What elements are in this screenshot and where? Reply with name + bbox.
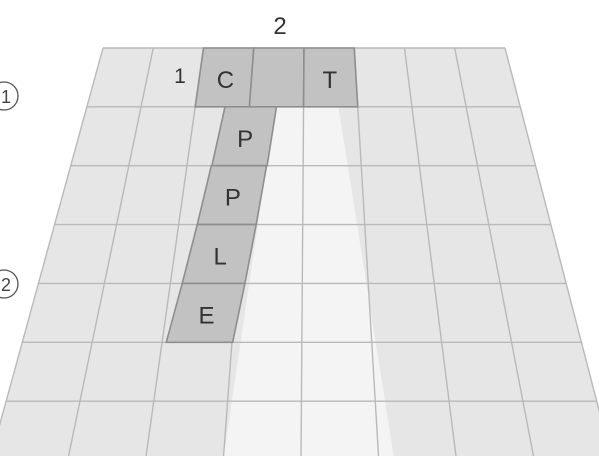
down-cell-3-letter: L <box>213 244 226 271</box>
across-cell-2 <box>249 48 304 107</box>
across-cell-3: T <box>304 48 358 107</box>
down-cell-2-letter: P <box>225 185 241 212</box>
down-cell-4-letter: E <box>199 302 215 329</box>
circled-marker-2: 2 <box>0 270 18 298</box>
board-grid <box>0 48 599 456</box>
clue-number-down: 2 <box>273 13 286 40</box>
across-cell-1: C <box>195 48 254 107</box>
down-cell-1-letter: P <box>237 126 253 153</box>
marker-1-label: 1 <box>1 87 11 107</box>
circled-marker-1: 1 <box>0 82 18 110</box>
across-cell-3-letter: T <box>323 67 338 94</box>
marker-2-label: 2 <box>1 275 11 295</box>
across-cell-1-letter: C <box>217 67 234 94</box>
clue-number-across: 1 <box>174 65 186 88</box>
